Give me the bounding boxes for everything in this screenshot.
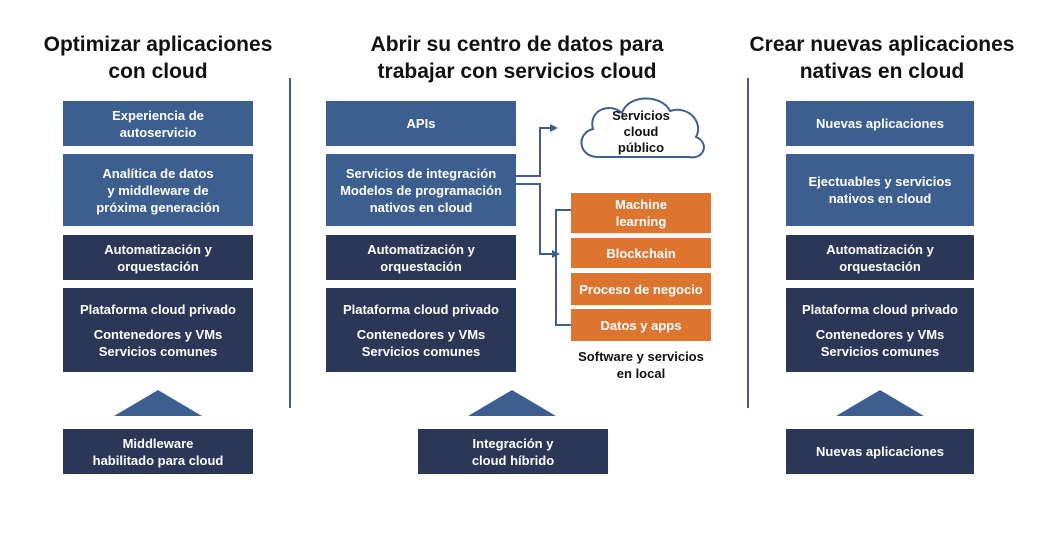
public-cloud-label: Servicios cloud público xyxy=(612,108,670,155)
cloud-icon xyxy=(580,97,705,159)
right-separator xyxy=(747,78,749,408)
onprem-blockchain: Blockchain xyxy=(571,238,711,268)
left-containers-label: Contenedores y VMs Servicios comunes xyxy=(93,326,223,359)
left-automation-box: Automatización y orquestación xyxy=(63,235,253,280)
left-private-cloud-box: Plataforma cloud privado Contenedores y … xyxy=(63,288,253,372)
left-up-triangle xyxy=(114,390,202,416)
middle-private-cloud-box: Plataforma cloud privado Contenedores y … xyxy=(326,288,516,372)
onprem-bracket xyxy=(555,209,571,326)
arrow-to-onprem xyxy=(516,183,560,258)
left-separator xyxy=(289,78,291,408)
left-private-cloud-label: Plataforma cloud privado xyxy=(79,301,237,317)
right-private-cloud-box: Plataforma cloud privado Contenedores y … xyxy=(786,288,974,372)
middle-automation-box: Automatización y orquestación xyxy=(326,235,516,280)
onprem-caption: Software y servicios en local xyxy=(578,349,704,381)
onprem-business-process: Proceso de negocio xyxy=(571,273,711,305)
middle-containers-label: Contenedores y VMs Servicios comunes xyxy=(356,326,486,359)
middle-column-title: Abrir su centro de datos para trabajar c… xyxy=(370,33,664,83)
right-column-title: Crear nuevas aplicaciones nativas en clo… xyxy=(749,33,1015,83)
left-analytics-box: Analítica de datos y middleware de próxi… xyxy=(63,154,253,226)
middle-hybrid-box: Integración y cloud híbrido xyxy=(418,429,608,474)
arrow-to-cloud xyxy=(516,124,558,177)
right-automation-box: Automatización y orquestación xyxy=(786,235,974,280)
right-new-apps-box: Nuevas aplicaciones xyxy=(786,101,974,146)
right-new-apps-base-box: Nuevas aplicaciones xyxy=(786,429,974,474)
middle-integration-box: Servicios de integración Modelos de prog… xyxy=(326,154,516,226)
onprem-data-apps: Datos y apps xyxy=(571,309,711,341)
middle-apis-box: APIs xyxy=(326,101,516,146)
right-executables-box: Ejectuables y servicios nativos en cloud xyxy=(786,154,974,226)
right-private-cloud-label: Plataforma cloud privado xyxy=(801,301,959,317)
left-self-service-box: Experiencia de autoservicio xyxy=(63,101,253,146)
right-containers-label: Contenedores y VMs Servicios comunes xyxy=(815,326,945,359)
left-column-title: Optimizar aplicaciones con cloud xyxy=(43,33,273,83)
middle-private-cloud-label: Plataforma cloud privado xyxy=(342,301,500,317)
onprem-machine-learning: Machine learning xyxy=(571,193,711,233)
left-middleware-box: Middleware habilitado para cloud xyxy=(63,429,253,474)
middle-up-triangle xyxy=(468,390,556,416)
right-up-triangle xyxy=(836,390,924,416)
